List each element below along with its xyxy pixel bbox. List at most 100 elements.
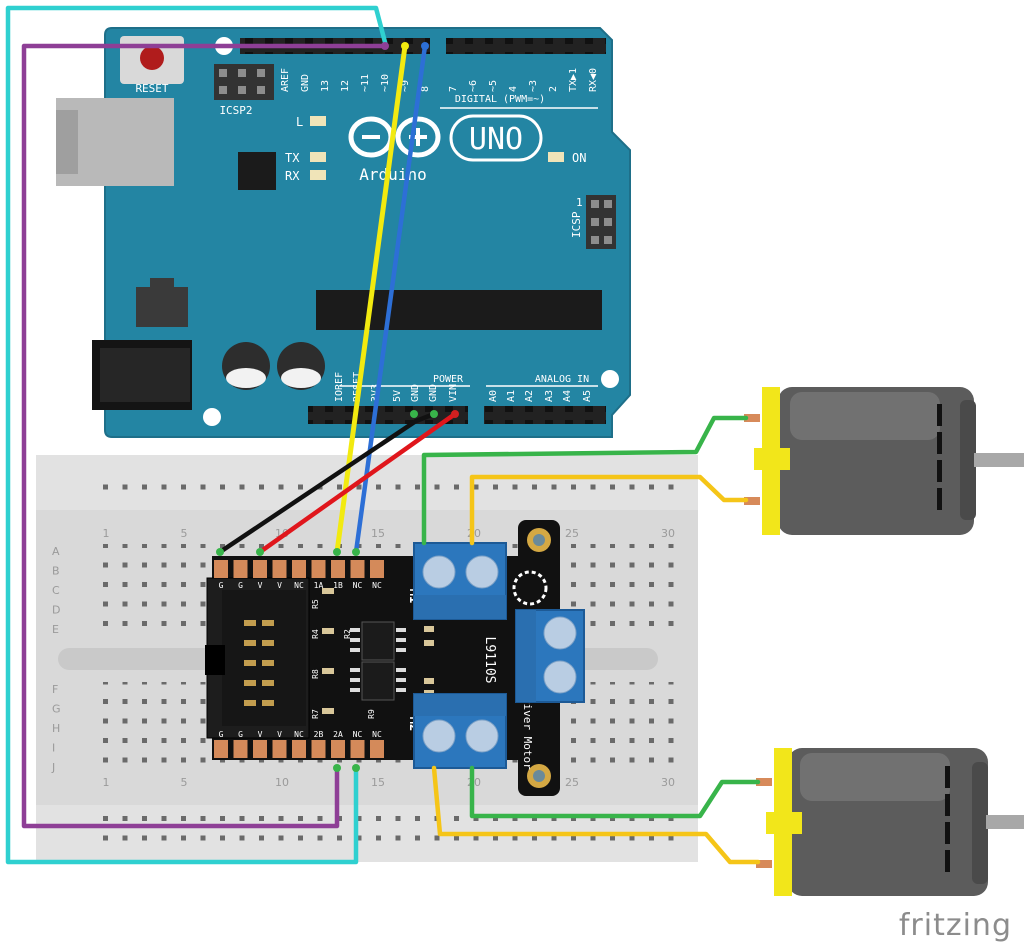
mount-hole — [601, 370, 619, 388]
digital-pin-label: 8 — [420, 86, 431, 92]
driver-pin-label: V — [258, 581, 263, 590]
motor-2-terminal-top — [756, 778, 772, 786]
led-l-label: L — [296, 115, 303, 129]
reset-label: RESET — [135, 82, 168, 95]
driver-pin-label: V — [277, 581, 282, 590]
wire-green-m2 — [469, 765, 761, 819]
row-letter: A — [52, 545, 60, 558]
wire-yellow-m2 — [431, 765, 761, 865]
led-on — [548, 152, 564, 162]
power-pin-label: GND — [410, 384, 421, 402]
motor-2 — [756, 748, 1024, 896]
driver-pin-label: 1A — [314, 581, 324, 590]
driver-pin-pad — [311, 740, 326, 758]
uno-logo-frame — [449, 114, 543, 162]
driver-pin-pad — [311, 560, 326, 578]
usb-connector-inner — [56, 110, 78, 174]
row-letter: G — [52, 703, 61, 716]
power-pin-label: 5V — [392, 390, 403, 402]
reset-button-cap[interactable] — [140, 46, 164, 70]
icsp-pin1-label: 1 — [576, 196, 583, 209]
driver-pin-label: NC — [353, 581, 363, 590]
mount-hole — [203, 408, 221, 426]
power-label: POWER — [433, 374, 464, 385]
row-letter: B — [52, 565, 60, 578]
resistor-label: R5 — [311, 599, 320, 609]
led-l — [310, 116, 326, 126]
analog-pin-label: A3 — [544, 390, 555, 402]
col-number: 25 — [565, 527, 579, 540]
row-letter: I — [52, 742, 55, 755]
driver-pin-pad — [350, 740, 365, 758]
analog-label: ANALOG IN — [535, 374, 589, 385]
terminal-power — [515, 609, 585, 703]
resistor-label: R7 — [311, 709, 320, 719]
resistor-label: R2 — [343, 629, 352, 639]
driver-pin-pad — [253, 740, 267, 758]
digital-label: DIGITAL (PWM=~) — [455, 94, 545, 105]
driver-pin-pad — [233, 560, 248, 578]
power-pin-label: GND — [428, 384, 439, 402]
digital-pin-label: ~9 — [400, 80, 411, 92]
digital-pin-label: 7 — [448, 86, 459, 92]
power-pin-label: IOREF — [334, 372, 345, 402]
motor-1-terminal-bottom — [744, 497, 760, 505]
icsp2-pins — [219, 69, 265, 94]
driver-pin-pad — [233, 740, 248, 758]
power-jack-inner — [100, 348, 190, 402]
oshw-logo — [512, 570, 548, 606]
voltage-regulator — [136, 287, 188, 327]
driver-pin-pad — [370, 740, 384, 758]
power-header-holes — [308, 406, 468, 424]
analog-header-holes — [484, 406, 606, 424]
motor-1 — [744, 387, 1024, 535]
icsp-label: ICSP — [570, 211, 583, 238]
digital-pin-label: ~6 — [468, 80, 479, 92]
wire-black — [217, 411, 437, 555]
driver-pin-pad — [272, 560, 287, 578]
resistor-label: R9 — [367, 709, 376, 719]
wire-cyan — [5, 5, 389, 865]
col-number: 25 — [565, 776, 579, 789]
wires — [5, 5, 761, 865]
arduino-board — [104, 27, 631, 438]
digital-pin-label: ~3 — [528, 80, 539, 92]
led-rx — [310, 170, 326, 180]
digital-pin-label: 4 — [508, 86, 519, 92]
motor-1-terminal-top — [744, 414, 760, 422]
driver-pin-pad — [370, 560, 384, 578]
driver-pin-pad — [214, 560, 228, 578]
analog-pin-label: A5 — [582, 390, 593, 402]
board-label: Driver Motor — [521, 690, 534, 770]
led-tx — [310, 152, 326, 162]
top-rail-holes — [96, 470, 676, 500]
l9110s-chip-1 — [361, 621, 395, 661]
digital-pin-label: AREF — [280, 68, 291, 92]
led-on-label: ON — [572, 151, 586, 165]
driver-pin-label: NC — [372, 581, 382, 590]
driver-pin-pad — [214, 740, 228, 758]
wire-yellow-m1 — [469, 474, 749, 546]
col-number: 15 — [371, 776, 385, 789]
wire-green-m1 — [421, 415, 749, 546]
col-number: 1 — [103, 527, 110, 540]
row-letter: E — [52, 623, 59, 636]
digital-pin-label: 13 — [320, 80, 331, 92]
led-tx-label: TX — [285, 151, 300, 165]
resistor-label: R8 — [311, 669, 320, 679]
icsp2-label: ICSP2 — [219, 104, 252, 117]
digital-pin-label: ~5 — [488, 80, 499, 92]
digital-pin-label: GND — [300, 74, 311, 92]
atmega-chip — [316, 290, 602, 330]
bottom-rail-holes — [96, 815, 676, 847]
digital-header-right-holes — [446, 38, 606, 54]
driver-pin-label: NC — [372, 730, 382, 739]
digital-pin-label: ~11 — [360, 74, 371, 92]
driver-pin-label: G — [219, 581, 224, 590]
motor-2-shaft — [986, 815, 1024, 829]
driver-pin-pad — [253, 560, 267, 578]
power-pin-label: VIN — [448, 384, 459, 402]
